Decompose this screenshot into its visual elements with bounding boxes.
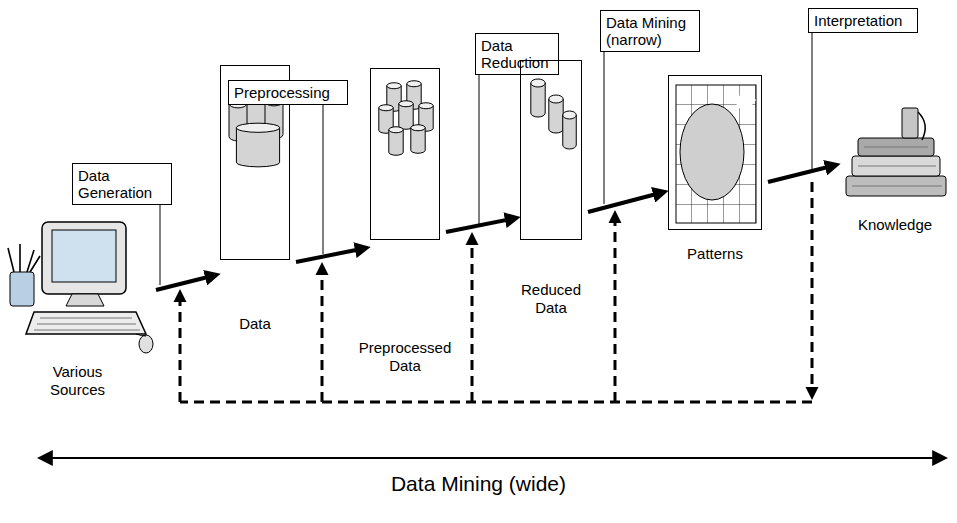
- stage-box: Data Mining (narrow): [600, 10, 700, 52]
- data-frame: Preprocessed Data: [370, 68, 440, 240]
- stage-label: Data Mining (narrow): [606, 14, 694, 48]
- stage-label: Interpretation: [814, 12, 912, 29]
- caption: Knowledge: [850, 216, 940, 234]
- flow-arrow: [296, 248, 366, 262]
- caption: Data: [225, 315, 285, 333]
- stage-label: Preprocessing: [234, 84, 342, 101]
- stage-box: Data Reduction: [475, 33, 559, 75]
- computer-icon: [8, 222, 153, 353]
- span-arrow: [40, 457, 945, 459]
- source-icon: Various Sources: [5, 215, 150, 355]
- span-label: Data Mining (wide): [0, 472, 957, 496]
- data-frame: Patterns: [668, 75, 762, 230]
- pattern-icon: [676, 85, 756, 223]
- feedback-loop: [180, 182, 812, 402]
- caption: Patterns: [675, 245, 755, 263]
- flow-arrow: [588, 192, 664, 212]
- knowledge-icon: Knowledge: [840, 110, 950, 202]
- stage-box: Preprocessing: [228, 80, 348, 105]
- stage-label: Data Generation: [78, 167, 166, 201]
- caption: Various Sources: [40, 363, 116, 399]
- books-icon: [846, 108, 946, 196]
- data-frame: Reduced Data: [520, 60, 582, 240]
- stage-label: Data Reduction: [481, 37, 553, 71]
- reduced-database-icon: [531, 79, 576, 149]
- leader-line: [160, 22, 812, 285]
- stage-box: Data Generation: [72, 163, 172, 205]
- caption: Preprocessed Data: [353, 339, 457, 375]
- flow-arrow: [446, 218, 516, 232]
- caption: Reduced Data: [515, 281, 587, 317]
- database-cluster-icon: [379, 81, 433, 156]
- flow-arrow: [768, 165, 836, 182]
- flow-arrow: [156, 275, 216, 290]
- stage-box: Interpretation: [808, 8, 918, 33]
